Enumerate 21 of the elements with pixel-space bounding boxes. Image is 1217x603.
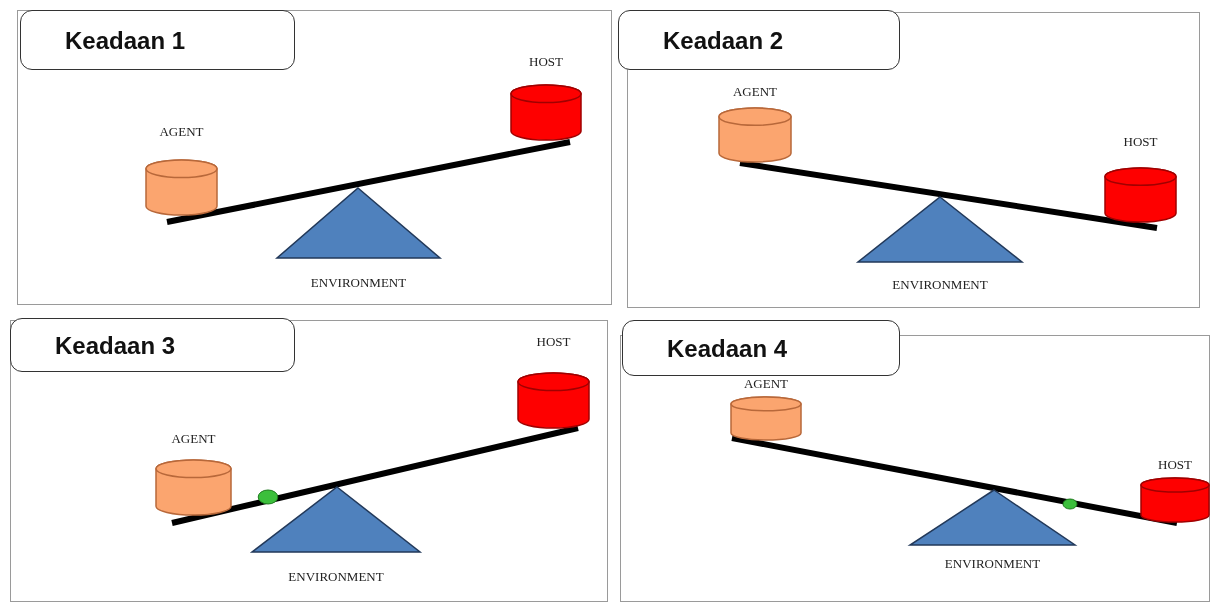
heading-tab: Keadaan 3 bbox=[10, 318, 295, 372]
object-label: HOST bbox=[529, 54, 563, 70]
object-label: HOST bbox=[536, 334, 571, 350]
object-label: ENVIRONMENT bbox=[310, 275, 407, 291]
lever-beam bbox=[171, 425, 579, 526]
heading-tab: Keadaan 4 bbox=[622, 320, 900, 376]
lever-beam bbox=[731, 435, 1178, 526]
lever-beam bbox=[166, 139, 571, 225]
object-label: HOST bbox=[1158, 457, 1192, 473]
heading-tab: Keadaan 1 bbox=[20, 10, 295, 70]
object-label: AGENT bbox=[733, 84, 778, 100]
object-label: AGENT bbox=[744, 376, 789, 392]
object-label: HOST bbox=[1123, 134, 1158, 150]
object-label: ENVIRONMENT bbox=[944, 556, 1041, 572]
object-label: AGENT bbox=[159, 124, 204, 140]
heading-tab: Keadaan 2 bbox=[618, 10, 900, 70]
object-label: ENVIRONMENT bbox=[288, 569, 384, 585]
object-label: AGENT bbox=[171, 431, 216, 447]
panel bbox=[17, 10, 612, 305]
panel bbox=[10, 320, 608, 602]
object-label: ENVIRONMENT bbox=[892, 277, 988, 293]
